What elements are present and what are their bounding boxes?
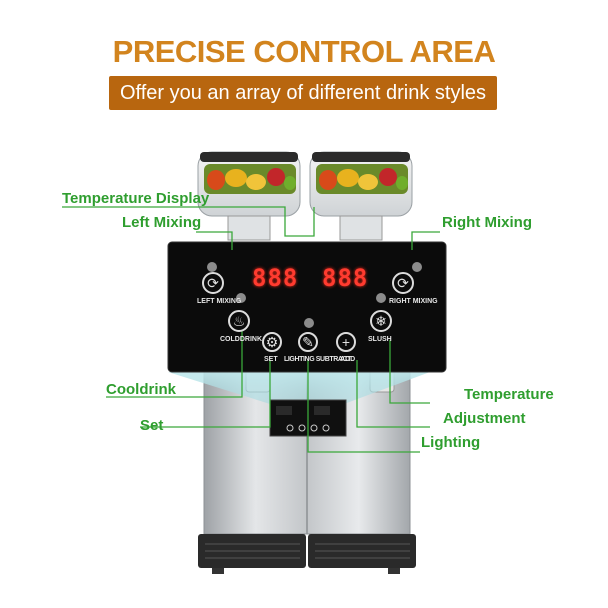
cycle-icon: ⟳ (397, 274, 409, 291)
gear-icon: ⚙ (265, 333, 279, 350)
colddrink-button[interactable]: ♨ (228, 310, 250, 332)
slush-button[interactable]: ❄ (370, 310, 392, 332)
callout-left-mixing: Left Mixing (122, 214, 202, 231)
callout-lines (62, 206, 440, 453)
main-control-panel (167, 241, 447, 373)
snowflake-icon: ❄ (375, 312, 387, 329)
lighting-subtract-panel-label: LIGHTING SUBTRACT (284, 356, 352, 363)
cycle-icon: ⟳ (207, 274, 219, 291)
callout-adjustment: Adjustment (443, 410, 526, 427)
left-temperature-display: 888 (252, 264, 299, 292)
callout-lighting: Lighting (421, 434, 481, 451)
callout-set: Set (140, 417, 164, 434)
callout-right-mixing: Right Mixing (442, 214, 532, 231)
right-temperature-display: 888 (322, 264, 369, 292)
right-bowl (309, 151, 413, 241)
plus-icon: + (341, 334, 351, 350)
panel-projection (168, 372, 430, 404)
subtitle-text: Offer you an array of different drink st… (119, 81, 487, 104)
add-panel-label: ADD (340, 356, 356, 363)
center-indicator-led (304, 318, 314, 328)
right-mixing-button[interactable]: ⟳ (392, 272, 414, 294)
slush-panel-label: SLUSH (368, 336, 392, 343)
subtitle-banner: Offer you an array of different drink st… (109, 76, 497, 110)
page-title: PRECISE CONTROL AREA (112, 34, 496, 69)
left-mixing-led (236, 293, 246, 303)
right-mixing-panel-label: RIGHT MIXING (389, 298, 438, 305)
left-indicator-led (207, 262, 217, 272)
colddrink-panel-label: COLDDRINK (220, 336, 262, 343)
callout-temperature-display: Temperature Display (62, 190, 210, 207)
set-panel-label: SET (264, 356, 278, 363)
lighting-subtract-button[interactable]: ✎ (298, 332, 318, 352)
right-indicator-led (412, 262, 422, 272)
callout-temperature: Temperature (464, 386, 554, 403)
add-button[interactable]: + (336, 332, 356, 352)
callout-cooldrink: Cooldrink (106, 381, 176, 398)
set-button[interactable]: ⚙ (262, 332, 282, 352)
cup-icon: ♨ (232, 312, 246, 329)
right-mixing-led (376, 293, 386, 303)
left-bowl (197, 151, 301, 241)
left-mixing-panel-label: LEFT MIXING (197, 298, 242, 305)
lighting-icon: ✎ (302, 333, 314, 350)
left-mixing-button[interactable]: ⟳ (202, 272, 224, 294)
